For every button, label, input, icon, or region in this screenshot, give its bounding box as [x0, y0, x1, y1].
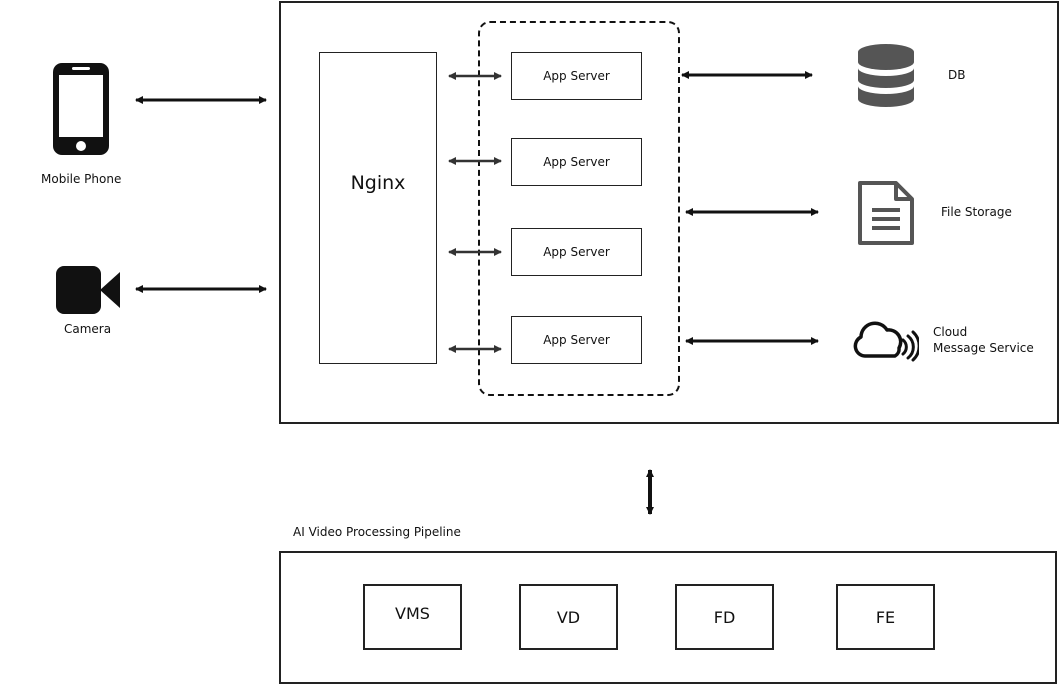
pipeline-stage-label: FD [713, 607, 736, 627]
pipeline-stage-label: VD [556, 607, 581, 627]
cloud-message-icon [853, 321, 919, 362]
nginx-box: Nginx [319, 52, 437, 364]
cloud-label-line2: Message Service [933, 341, 1034, 355]
app-server-label: App Server [543, 155, 610, 169]
nginx-label: Nginx [350, 172, 406, 194]
database-icon [858, 44, 914, 107]
video-camera-icon [56, 266, 120, 314]
pipeline-stage-label: VMS [395, 603, 430, 623]
file-document-icon [858, 181, 914, 245]
app-server-box: App Server [511, 138, 642, 186]
app-server-label: App Server [543, 69, 610, 83]
db-label: DB [948, 68, 966, 82]
app-server-label: App Server [543, 245, 610, 259]
app-server-group [478, 21, 680, 396]
app-server-label: App Server [543, 333, 610, 347]
camera-label: Camera [64, 322, 112, 336]
app-server-box: App Server [511, 52, 642, 100]
file-storage-label: File Storage [941, 205, 1012, 219]
pipeline-stage-box: VMS [363, 584, 462, 650]
pipeline-stage-box: VD [519, 584, 618, 650]
mobile-phone-icon [53, 63, 109, 155]
pipeline-stage-label: FE [875, 607, 896, 627]
pipeline-title: AI Video Processing Pipeline [293, 525, 461, 539]
app-server-box: App Server [511, 228, 642, 276]
app-server-box: App Server [511, 316, 642, 364]
mobile-phone-label: Mobile Phone [41, 172, 122, 186]
cloud-label-line1: Cloud [933, 325, 968, 339]
pipeline-stage-box: FE [836, 584, 935, 650]
pipeline-stage-box: FD [675, 584, 774, 650]
